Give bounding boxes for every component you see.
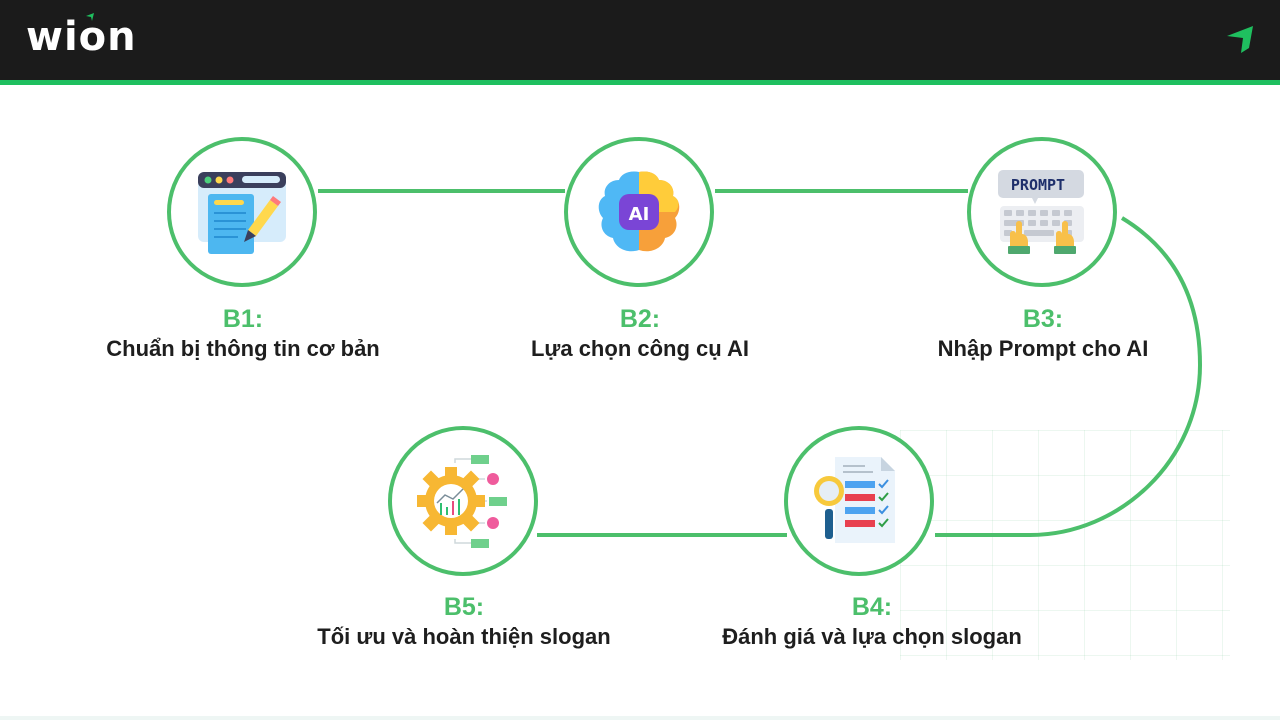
step-node-b4 (784, 426, 934, 576)
logo-arrow-icon (86, 13, 94, 21)
step-title: Lựa chọn công cụ AI (530, 336, 749, 361)
ai-icon-text: AI (629, 204, 650, 225)
step-node-b5 (388, 426, 538, 576)
grid-background (900, 430, 1230, 660)
step-title: Tối ưu và hoàn thiện slogan (317, 624, 611, 649)
step-node-b3: PROMPT (967, 137, 1117, 287)
ai-brain-icon: AI (598, 171, 680, 252)
step-title: Đánh giá và lựa chọn slogan (722, 624, 1022, 649)
document-edit-icon (198, 172, 286, 254)
step-label-b5: B5: Tối ưu và hoàn thiện slogan (264, 592, 664, 652)
header: wion (0, 0, 1280, 80)
step-number: B3: (1022, 305, 1064, 333)
logo: wion (26, 14, 137, 60)
step-number: B2: (619, 305, 661, 333)
step-title: Chuẩn bị thông tin cơ bản (106, 336, 380, 361)
step-number: B4: (851, 593, 893, 621)
step-number: B5: (443, 593, 485, 621)
step-node-b1 (167, 137, 317, 287)
step-label-b1: B1: Chuẩn bị thông tin cơ bản (43, 304, 443, 364)
step-title: Nhập Prompt cho AI (937, 336, 1149, 361)
step-number: B1: (222, 305, 264, 333)
step-label-b3: B3: Nhập Prompt cho AI (843, 304, 1243, 364)
step-label-b2: B2: Lựa chọn công cụ AI (440, 304, 840, 364)
step-node-b2: AI (564, 137, 714, 287)
step-label-b4: B4: Đánh giá và lựa chọn slogan (672, 592, 1072, 652)
bottom-strip (0, 716, 1280, 720)
checklist-magnifier-icon (814, 457, 895, 543)
prompt-keyboard-icon: PROMPT (998, 170, 1084, 254)
brand-arrow-icon (1227, 26, 1253, 53)
gear-chart-icon (417, 455, 507, 548)
header-accent-bar (0, 80, 1280, 85)
prompt-icon-text: PROMPT (1011, 176, 1065, 194)
